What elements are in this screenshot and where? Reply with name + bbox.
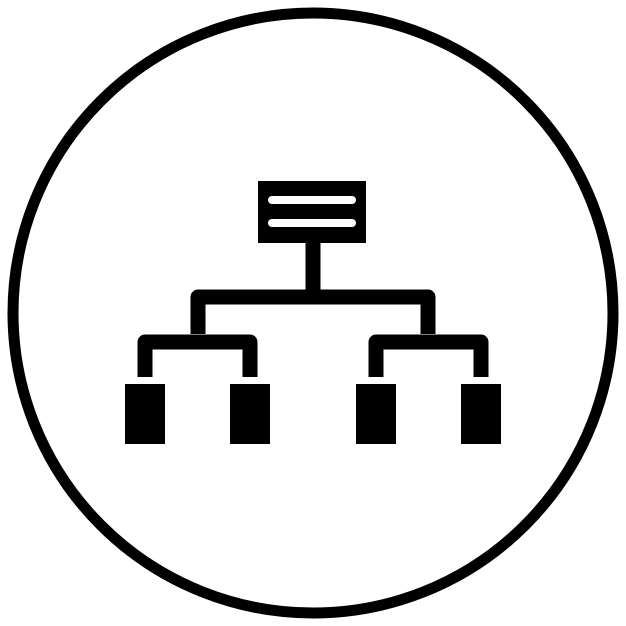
leaf-node-1	[125, 384, 165, 444]
root-node	[258, 181, 366, 243]
connector-left-branch	[137, 334, 258, 377]
leaf-node-3	[356, 384, 396, 444]
connector-main-branch	[190, 289, 436, 334]
hierarchy-connectors	[137, 243, 489, 377]
leaf-node-4	[461, 384, 501, 444]
connector-right-branch	[368, 334, 489, 377]
root-node-line-bottom	[268, 219, 356, 227]
leaf-node-2	[230, 384, 270, 444]
root-node-line-top	[268, 196, 356, 204]
outer-ring	[7, 7, 619, 619]
